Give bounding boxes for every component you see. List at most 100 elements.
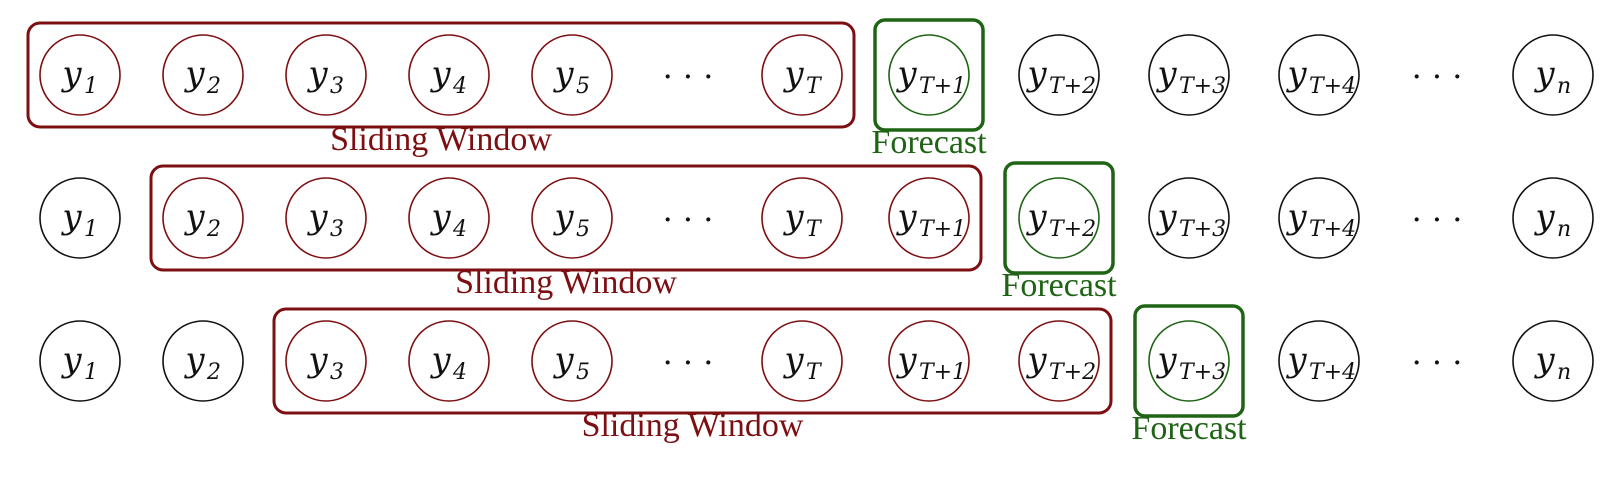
node-subscript: n	[1557, 74, 1571, 99]
sliding-window-caption: Sliding Window	[582, 407, 804, 444]
node-subscript: 4	[452, 74, 467, 99]
forecast-box	[1003, 161, 1115, 275]
node-variable: y	[1285, 197, 1307, 237]
node-variable: y	[782, 197, 804, 237]
node-circle	[531, 320, 613, 402]
node-variable: y	[1285, 340, 1307, 380]
node-variable: y	[1533, 54, 1555, 94]
ellipsis: · · ·	[663, 344, 714, 382]
node-circle	[1148, 177, 1230, 259]
node-circle	[408, 34, 490, 116]
node-variable: y	[782, 340, 804, 380]
forecast-caption: Forecast	[1001, 267, 1117, 304]
node-circle	[888, 320, 970, 402]
node-subscript: T+4	[1309, 360, 1356, 385]
node-subscript: 1	[84, 74, 98, 99]
node-variable: y	[183, 340, 205, 380]
node-subscript: T+4	[1309, 217, 1356, 242]
sliding-window-box	[149, 164, 983, 272]
node-subscript: 1	[84, 360, 98, 385]
node-circle	[1018, 177, 1100, 259]
node-circle	[1512, 320, 1594, 402]
node-variable: y	[429, 54, 451, 94]
node-subscript: T+2	[1049, 74, 1096, 99]
node-variable: y	[552, 54, 574, 94]
node-circle	[1512, 177, 1594, 259]
node-variable: y	[60, 54, 82, 94]
node-subscript: T+1	[919, 217, 966, 242]
node-subscript: T+3	[1179, 74, 1226, 99]
node-subscript: 3	[330, 360, 344, 385]
forecast-caption: Forecast	[871, 124, 987, 161]
node-variable: y	[60, 197, 82, 237]
node-circle	[408, 177, 490, 259]
node-variable: y	[183, 197, 205, 237]
node-subscript: T+2	[1049, 217, 1096, 242]
node-circle	[888, 34, 970, 116]
node-subscript: n	[1557, 217, 1571, 242]
node-circle	[39, 177, 121, 259]
node-circle	[1018, 320, 1100, 402]
node-subscript: T+4	[1309, 74, 1356, 99]
node-subscript: T+3	[1179, 217, 1226, 242]
node-circle	[761, 34, 843, 116]
node-circle	[1018, 34, 1100, 116]
node-subscript: 2	[206, 217, 221, 242]
ellipsis: · · ·	[663, 58, 714, 96]
node-subscript: T+3	[1179, 360, 1226, 385]
node-subscript: 3	[330, 217, 344, 242]
node-circle	[888, 177, 970, 259]
node-variable: y	[1025, 54, 1047, 94]
node-variable: y	[306, 197, 328, 237]
node-variable: y	[1025, 340, 1047, 380]
node-variable: y	[1155, 197, 1177, 237]
node-circle	[162, 177, 244, 259]
node-circle	[408, 320, 490, 402]
node-circle	[39, 34, 121, 116]
node-circle	[285, 177, 367, 259]
node-circle	[1278, 177, 1360, 259]
forecast-caption: Forecast	[1131, 410, 1247, 447]
node-variable: y	[1533, 340, 1555, 380]
node-circle	[1278, 34, 1360, 116]
node-variable: y	[895, 197, 917, 237]
node-circle	[761, 177, 843, 259]
node-circle	[1148, 34, 1230, 116]
node-circle	[162, 320, 244, 402]
node-circle	[761, 320, 843, 402]
node-subscript: 4	[452, 360, 467, 385]
node-variable: y	[552, 340, 574, 380]
node-circle	[531, 34, 613, 116]
node-subscript: 2	[206, 74, 221, 99]
forecast-box	[873, 18, 985, 132]
node-subscript: 4	[452, 217, 467, 242]
node-subscript: T	[806, 74, 823, 99]
